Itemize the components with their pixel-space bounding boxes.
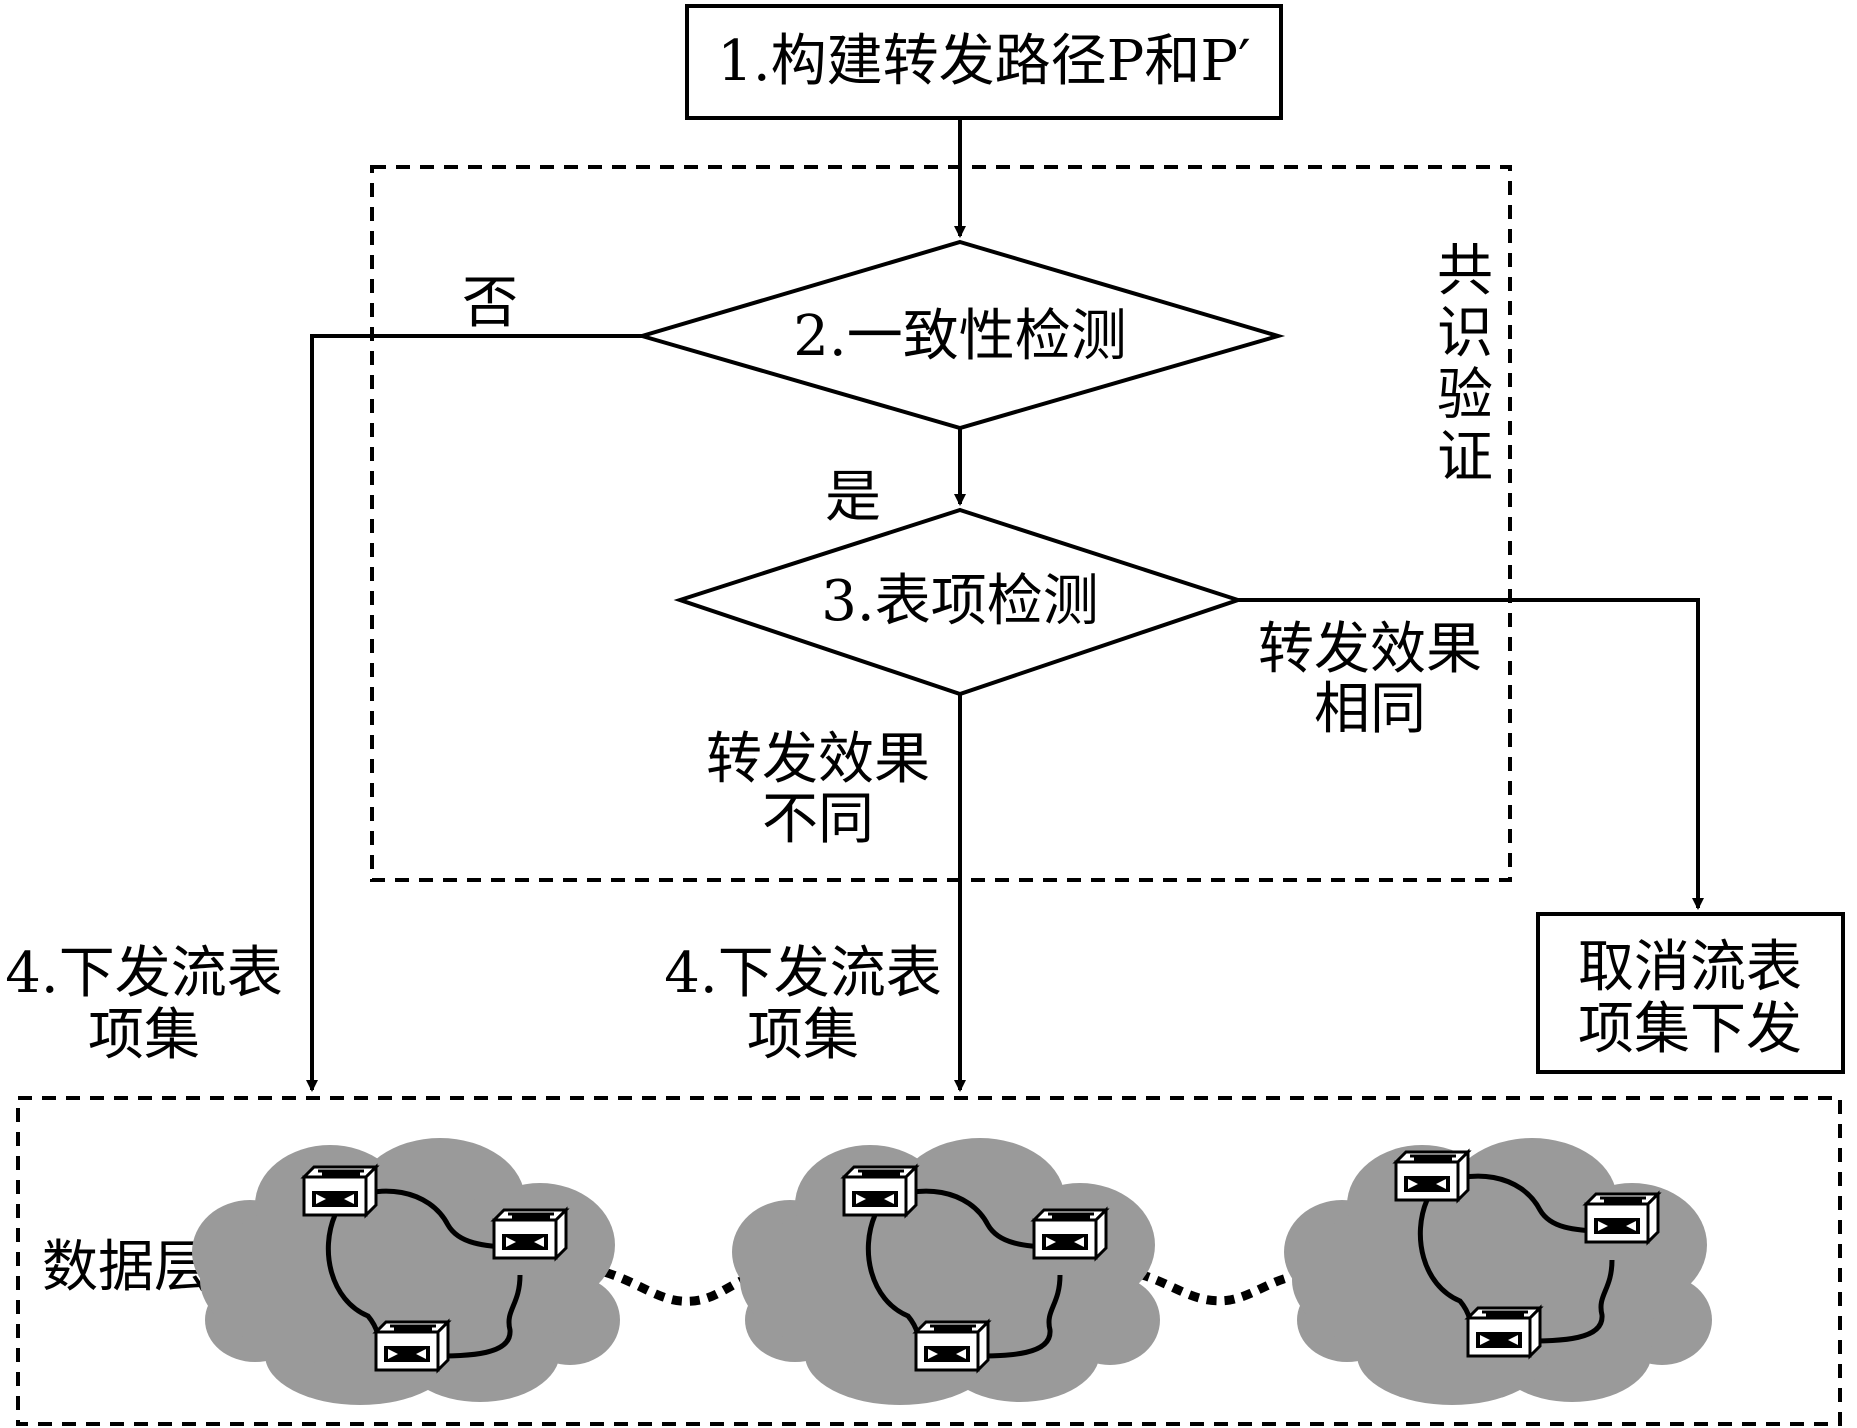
- step1-box: [685, 4, 1283, 120]
- switch-icon: [1032, 1208, 1108, 1260]
- data-layer-label: 数据层: [42, 1235, 210, 1300]
- network-cloud-1: [192, 1138, 620, 1405]
- same-label-line2: 相同: [1314, 677, 1426, 742]
- consensus-char-3: 验: [1437, 363, 1493, 428]
- issue-left-line2: 项集: [88, 1003, 200, 1068]
- switch-icon: [842, 1165, 918, 1217]
- switch-icon: [1466, 1306, 1542, 1358]
- switch-icon: [492, 1208, 568, 1260]
- switch-icon: [1584, 1192, 1660, 1244]
- switch-icon: [914, 1320, 990, 1372]
- consensus-verification-box: [370, 165, 1512, 882]
- step2-label: 2.一致性检测: [793, 304, 1126, 369]
- arrow-same-branch: [1238, 598, 1704, 910]
- arrow-no-branch: [306, 334, 642, 1092]
- switch-icon: [1394, 1150, 1470, 1202]
- issue-mid-line1: 4.下发流表: [664, 941, 941, 1006]
- cancel-label-line1: 取消流表: [1578, 935, 1802, 1000]
- no-label: 否: [462, 271, 518, 336]
- issue-mid-line2: 项集: [747, 1003, 859, 1068]
- step1-label: 1.构建转发路径P和P′: [717, 29, 1251, 94]
- switch-icon: [374, 1320, 450, 1372]
- same-label-line1: 转发效果: [1258, 617, 1482, 682]
- data-layer-box: [16, 1096, 1842, 1426]
- consensus-char-4: 证: [1437, 425, 1493, 490]
- step3-label: 3.表项检测: [821, 569, 1098, 634]
- diff-label-line1: 转发效果: [706, 727, 930, 792]
- cancel-box: [1536, 912, 1845, 1074]
- cancel-label-line2: 项集下发: [1578, 997, 1802, 1062]
- inter-domain-link-2: [1121, 1265, 1329, 1306]
- network-cloud-3: [1284, 1138, 1712, 1405]
- switch-icon: [302, 1165, 378, 1217]
- network-cloud-2: [732, 1138, 1160, 1405]
- diff-label-line2: 不同: [762, 787, 874, 852]
- consensus-char-1: 共: [1437, 239, 1493, 304]
- issue-left-line1: 4.下发流表: [5, 941, 282, 1006]
- yes-label: 是: [825, 465, 881, 530]
- consensus-char-2: 识: [1437, 301, 1493, 366]
